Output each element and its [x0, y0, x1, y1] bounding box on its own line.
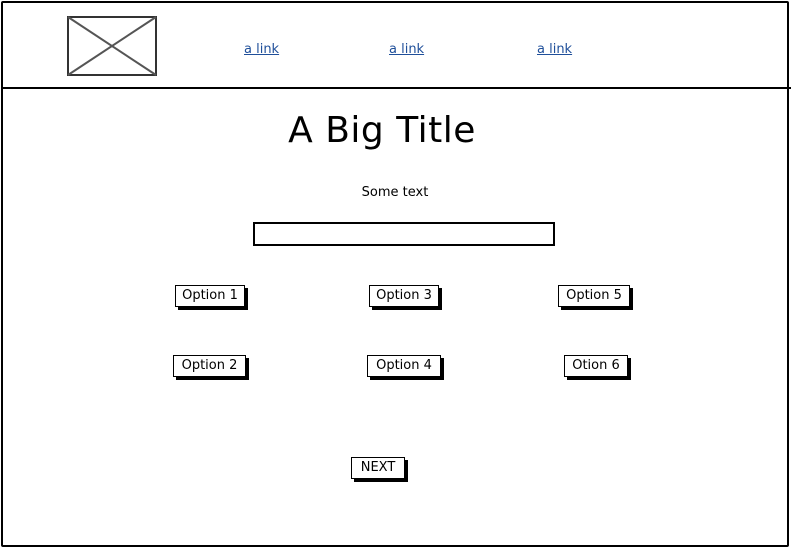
- option-3-button[interactable]: Option 3: [369, 285, 439, 307]
- option-1-button[interactable]: Option 1: [175, 285, 245, 307]
- page-title: A Big Title: [288, 110, 476, 151]
- nav-link-1[interactable]: a link: [244, 42, 280, 57]
- option-5-button[interactable]: Option 5: [558, 285, 630, 307]
- header-divider: [1, 87, 791, 89]
- nav-link-2[interactable]: a link: [389, 42, 425, 57]
- option-2-button[interactable]: Option 2: [173, 355, 246, 377]
- image-placeholder-icon: [67, 16, 157, 76]
- next-button[interactable]: NEXT: [351, 457, 405, 479]
- text-input[interactable]: [253, 222, 555, 246]
- subtext: Some text: [361, 185, 429, 200]
- nav-link-3[interactable]: a link: [537, 42, 573, 57]
- option-6-button[interactable]: Otion 6: [564, 355, 628, 377]
- option-4-button[interactable]: Option 4: [367, 355, 441, 377]
